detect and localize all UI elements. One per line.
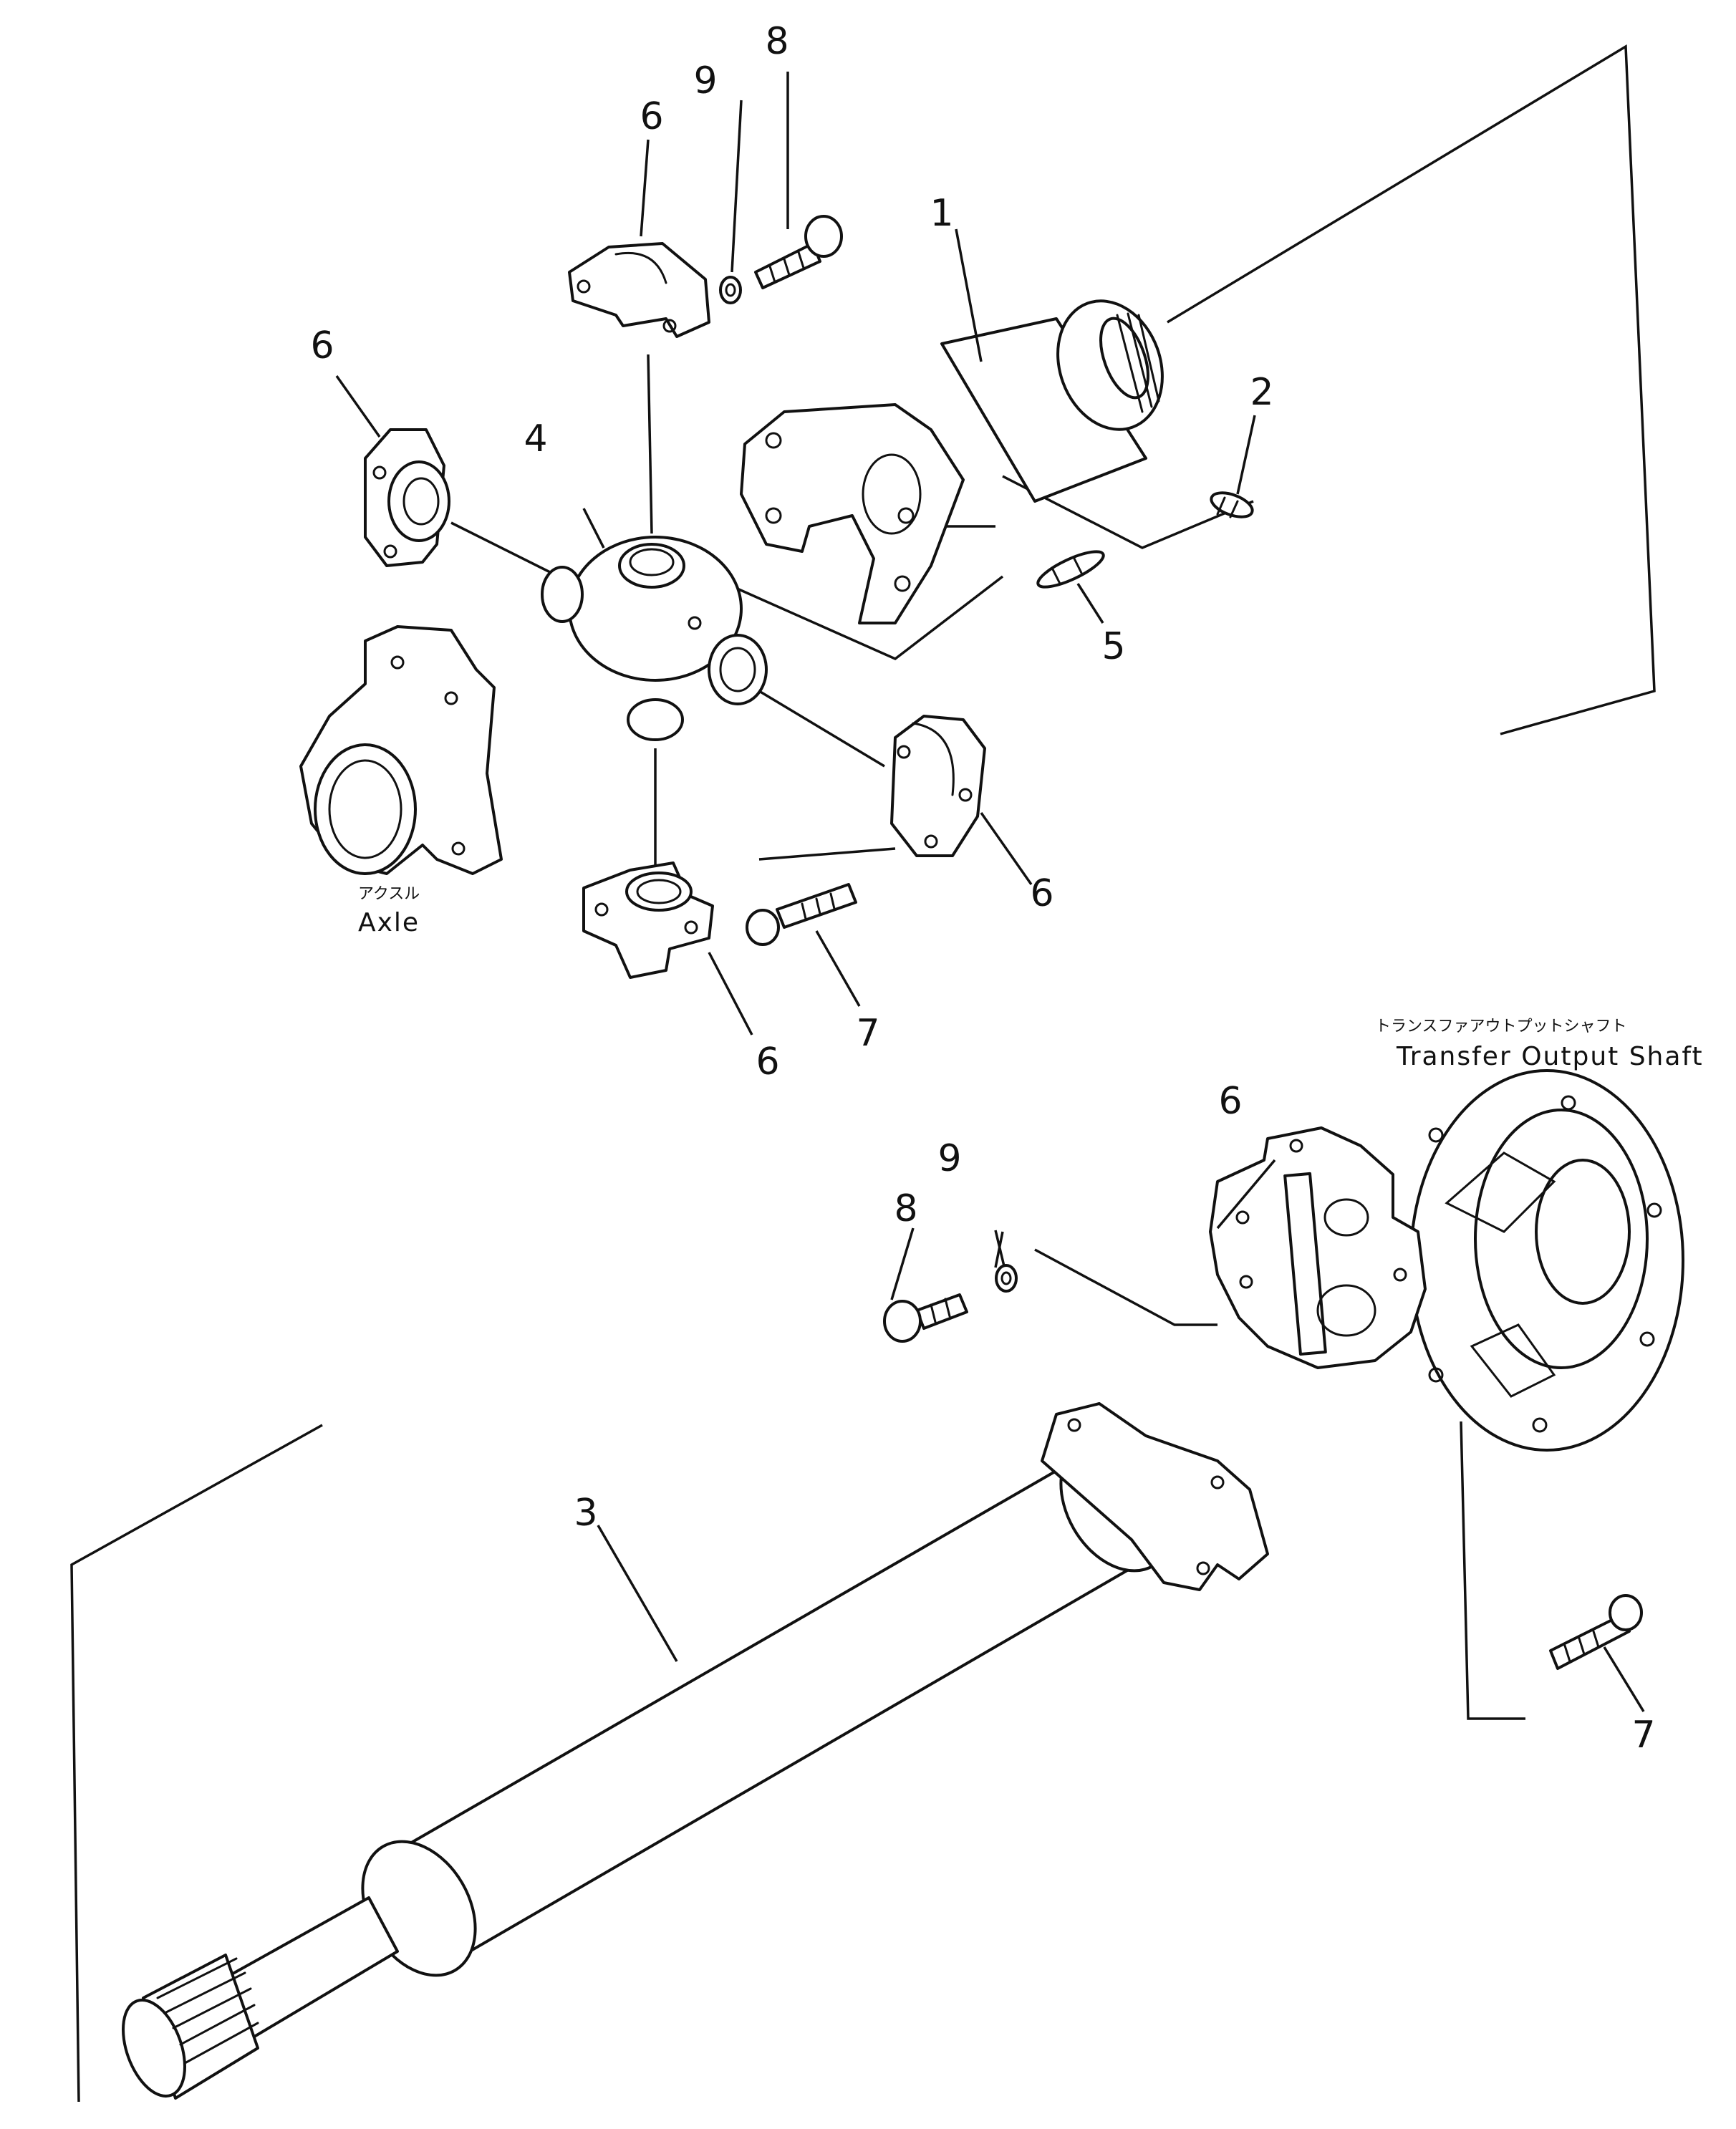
callout-6-top: 6 bbox=[640, 95, 663, 138]
axle-label-english: Axle bbox=[358, 908, 420, 937]
transfer-label-english: Transfer Output Shaft bbox=[1396, 1042, 1704, 1071]
transfer-output-flange bbox=[1409, 1069, 1684, 1452]
part-3-drive-shaft bbox=[122, 1402, 1269, 2100]
part-8-bolt-lower bbox=[883, 1293, 968, 1343]
assembly-boundary-lines bbox=[70, 44, 1656, 2103]
axle-label-japanese: アクスル bbox=[358, 885, 420, 903]
callout-labels: 1 2 3 4 5 6 6 6 6 6 7 7 8 8 9 9 bbox=[310, 20, 1655, 1757]
part-6-bearing-cap-bottom bbox=[582, 861, 714, 979]
part-9-washer-upper bbox=[719, 276, 742, 304]
callout-1: 1 bbox=[930, 192, 953, 235]
part-4-universal-joint-cross bbox=[541, 536, 768, 741]
callout-6-right: 6 bbox=[1030, 872, 1053, 915]
callout-8-lower: 8 bbox=[894, 1187, 917, 1230]
callout-6-spider: 6 bbox=[1218, 1080, 1242, 1123]
part-6-spider-assembly bbox=[1209, 1126, 1427, 1369]
reference-labels: アクスル Axle トランスファアウトプットシャフト Transfer Outp… bbox=[358, 885, 1704, 1071]
part-9-washer-lower bbox=[995, 1264, 1018, 1293]
callout-leaders bbox=[335, 72, 1645, 1712]
callout-3: 3 bbox=[574, 1492, 597, 1535]
part-6-bearing-cap-top bbox=[568, 242, 710, 338]
callout-9-upper: 9 bbox=[693, 59, 717, 102]
part-5-stud bbox=[1036, 550, 1105, 589]
part-7-bolt-lower bbox=[1549, 1594, 1643, 1670]
part-1-slip-yoke-shaft bbox=[740, 299, 1164, 624]
callout-2: 2 bbox=[1250, 371, 1273, 414]
callout-9-lower: 9 bbox=[937, 1137, 961, 1180]
part-6-bearing-cap-right bbox=[890, 715, 986, 857]
callout-7-lower: 7 bbox=[1631, 1714, 1655, 1757]
axle-yoke bbox=[299, 625, 503, 875]
callout-6-bottom: 6 bbox=[756, 1041, 779, 1083]
part-8-bolt-upper bbox=[754, 215, 843, 289]
callout-7-upper: 7 bbox=[856, 1012, 879, 1055]
part-6-bearing-cap-left bbox=[364, 428, 450, 567]
callout-8-upper: 8 bbox=[765, 20, 789, 63]
part-2-grease-fitting bbox=[1210, 491, 1254, 518]
transfer-label-japanese: トランスファアウトプットシャフト bbox=[1375, 1018, 1627, 1035]
callout-6-left: 6 bbox=[310, 324, 334, 367]
part-7-bolt-upper bbox=[746, 883, 857, 946]
callout-5: 5 bbox=[1101, 625, 1125, 668]
callout-4: 4 bbox=[524, 417, 547, 460]
